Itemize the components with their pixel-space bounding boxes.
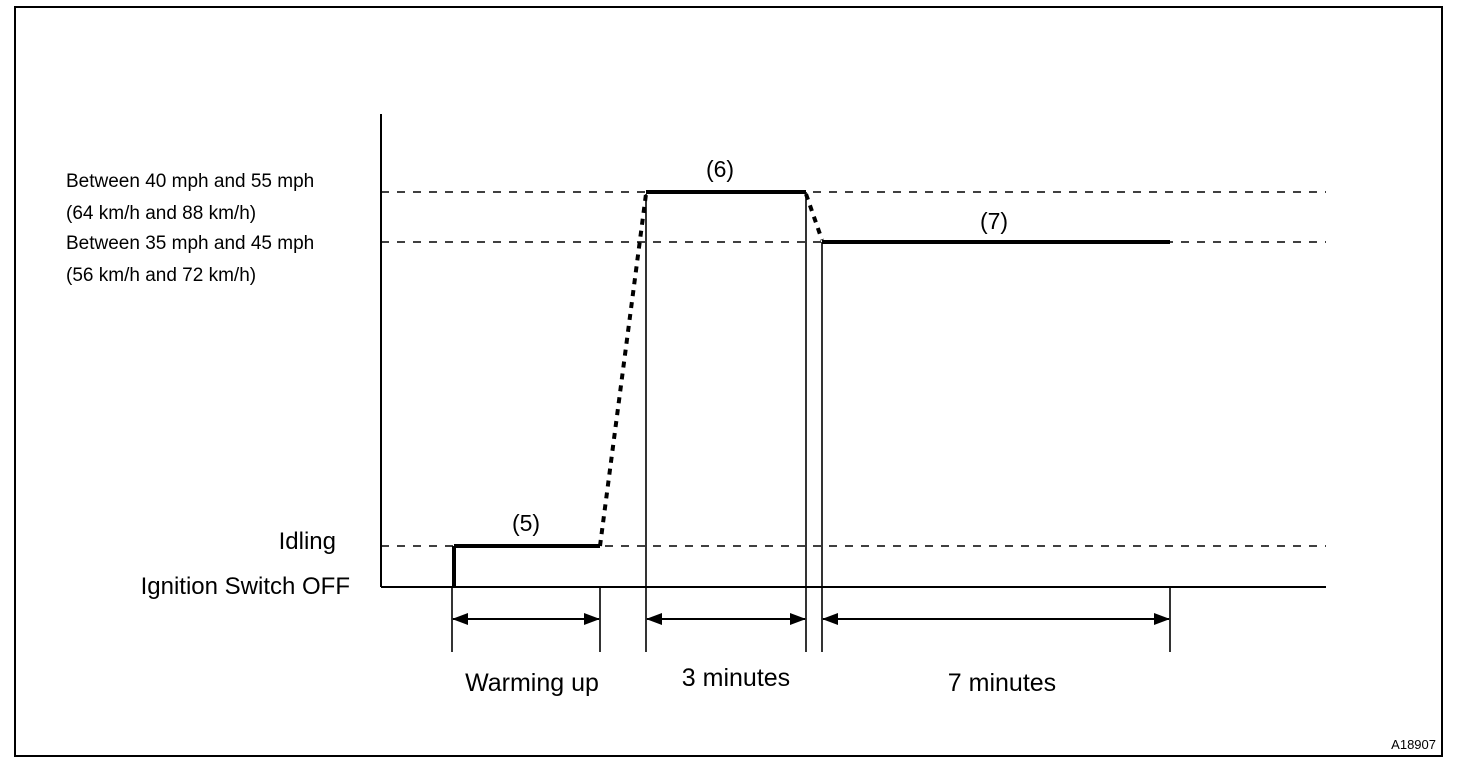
seven-minutes-label: 7 minutes — [948, 669, 1056, 697]
ignition-off-label: Ignition Switch OFF — [141, 573, 350, 600]
phase-5-label: (5) — [512, 510, 540, 536]
warming-up-label: Warming up — [465, 669, 599, 697]
mid-speed-label-mph: Between 35 mph and 45 mph — [66, 233, 314, 254]
figure-code: A18907 — [1391, 737, 1436, 752]
acceleration-ramp — [598, 193, 648, 547]
mid-speed-label-kmh: (56 km/h and 72 km/h) — [66, 265, 256, 286]
phase-6-label: (6) — [706, 156, 734, 182]
phase-7-label: (7) — [980, 208, 1008, 234]
idling-label: Idling — [279, 528, 336, 555]
high-speed-label-kmh: (64 km/h and 88 km/h) — [66, 203, 256, 224]
three-minutes-label: 3 minutes — [682, 664, 790, 692]
high-speed-label-mph: Between 40 mph and 55 mph — [66, 171, 314, 192]
deceleration-ramp — [804, 193, 824, 241]
diagram-frame — [14, 6, 1443, 757]
